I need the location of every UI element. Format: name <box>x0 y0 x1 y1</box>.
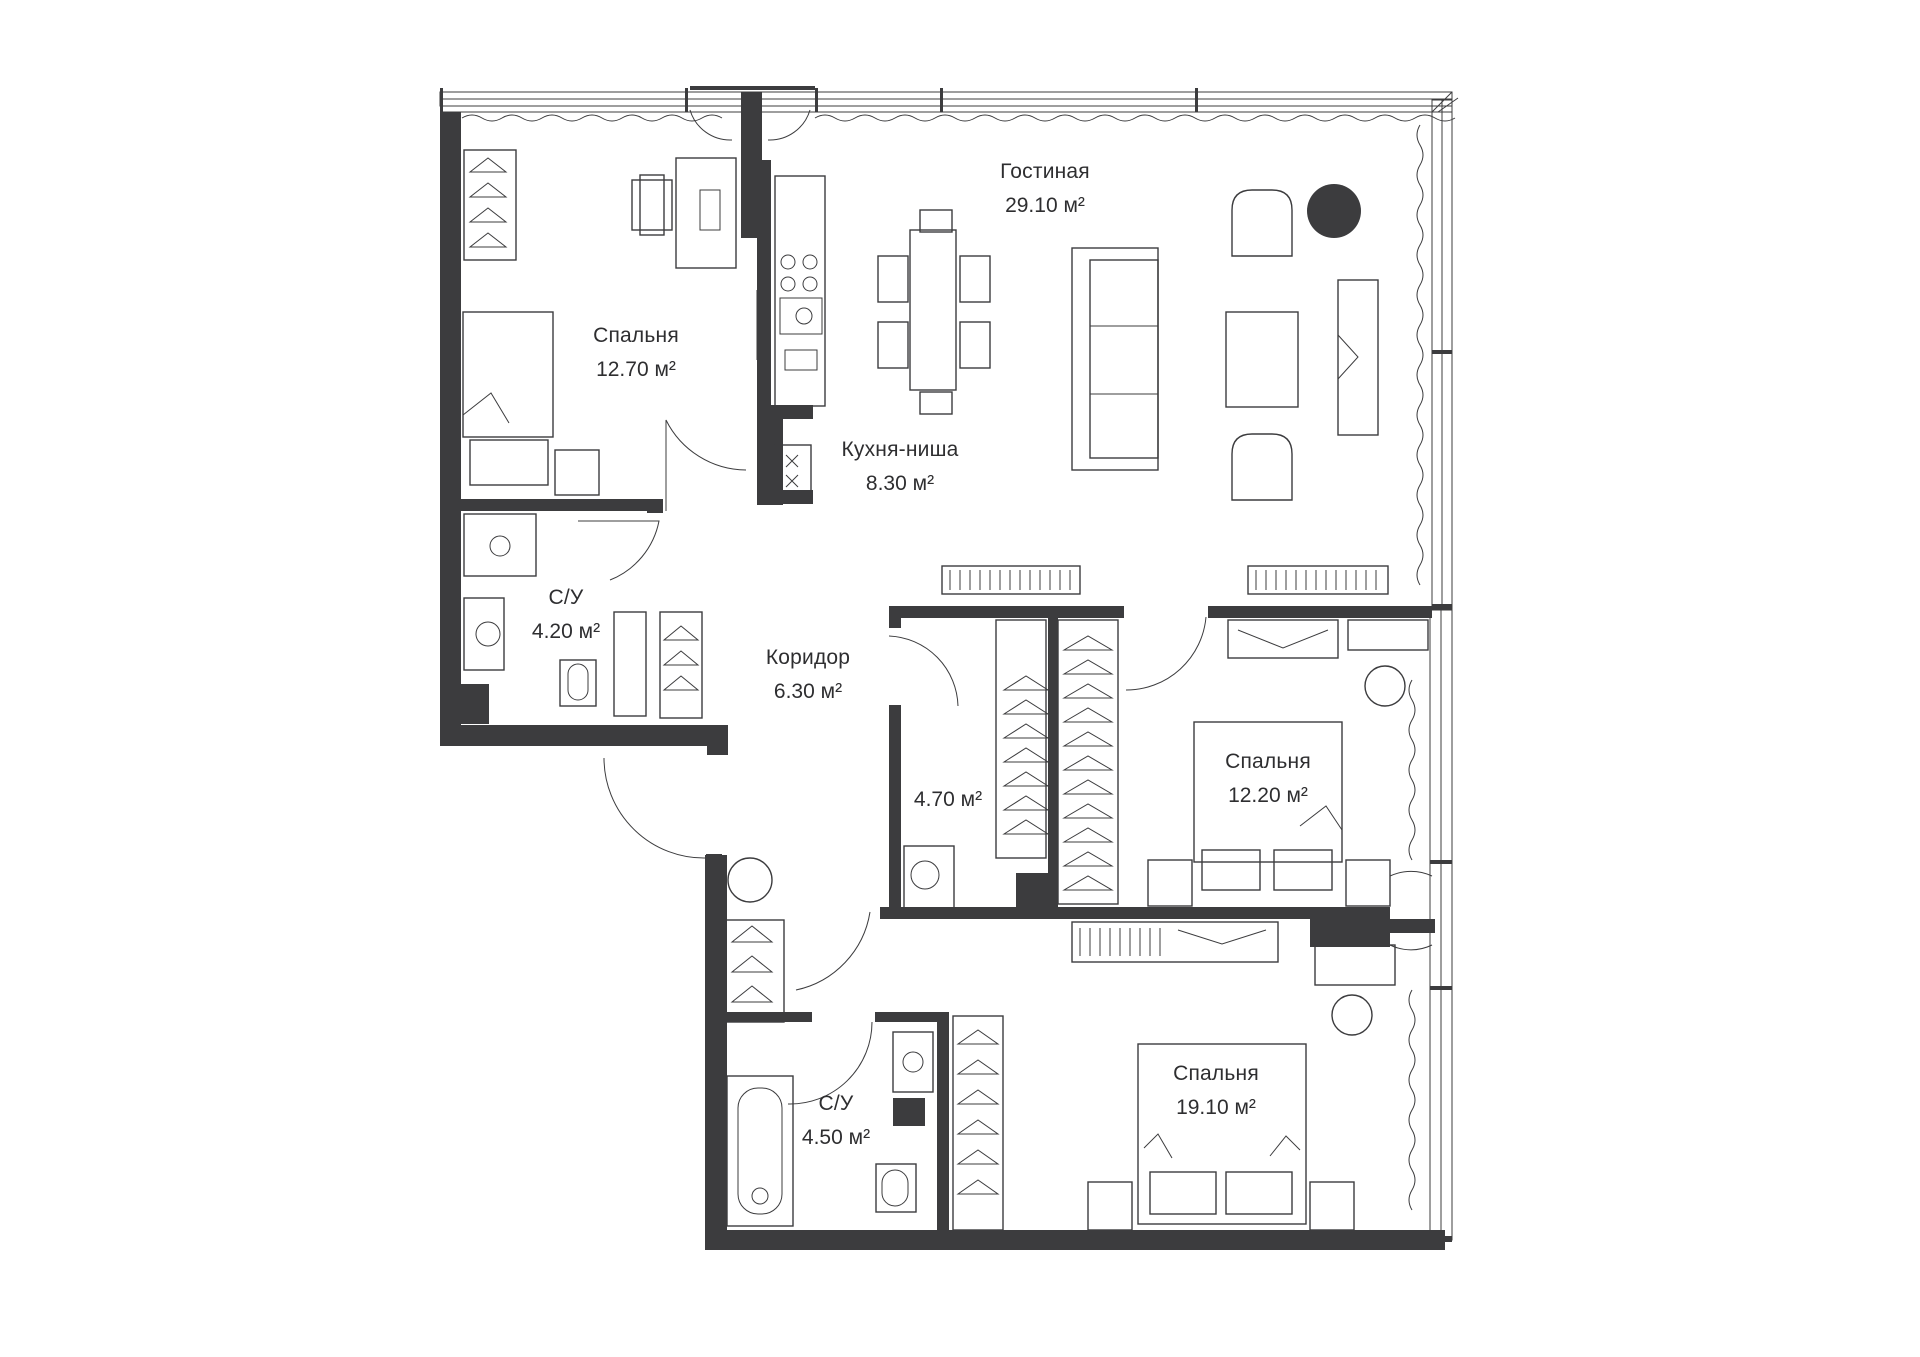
room-area-bath-w: 4.20 м² <box>532 620 600 643</box>
room-area-kitchen: 8.30 м² <box>866 472 934 495</box>
room-area-living: 29.10 м² <box>1005 194 1085 217</box>
hangers-nw <box>468 157 508 248</box>
room-area-corridor: 6.30 м² <box>774 680 842 703</box>
room-area-bath-s: 4.50 м² <box>802 1126 870 1149</box>
room-name-bedroom-e: Спальня <box>1225 750 1311 773</box>
room-name-bedroom-se: Спальня <box>1173 1062 1259 1085</box>
room-labels: Гостиная 29.10 м² Спальня 12.70 м² Кухня… <box>532 160 1311 1149</box>
room-area-bedroom-nw: 12.70 м² <box>596 358 676 381</box>
room-name-bath-w: С/У <box>549 586 584 609</box>
room-name-kitchen: Кухня-ниша <box>841 438 958 461</box>
room-name-bedroom-nw: Спальня <box>593 324 679 347</box>
room-name-bath-s: С/У <box>819 1092 854 1115</box>
room-area-bedroom-se: 19.10 м² <box>1176 1096 1256 1119</box>
walls <box>440 92 1445 1250</box>
room-name-living: Гостиная <box>1000 160 1090 183</box>
room-name-corridor: Коридор <box>766 646 850 669</box>
windows <box>439 86 1459 1242</box>
room-area-bedroom-e: 12.20 м² <box>1228 784 1308 807</box>
furniture <box>462 149 1429 1231</box>
room-area-storage: 4.70 м² <box>914 788 982 811</box>
doors <box>578 109 1433 1105</box>
